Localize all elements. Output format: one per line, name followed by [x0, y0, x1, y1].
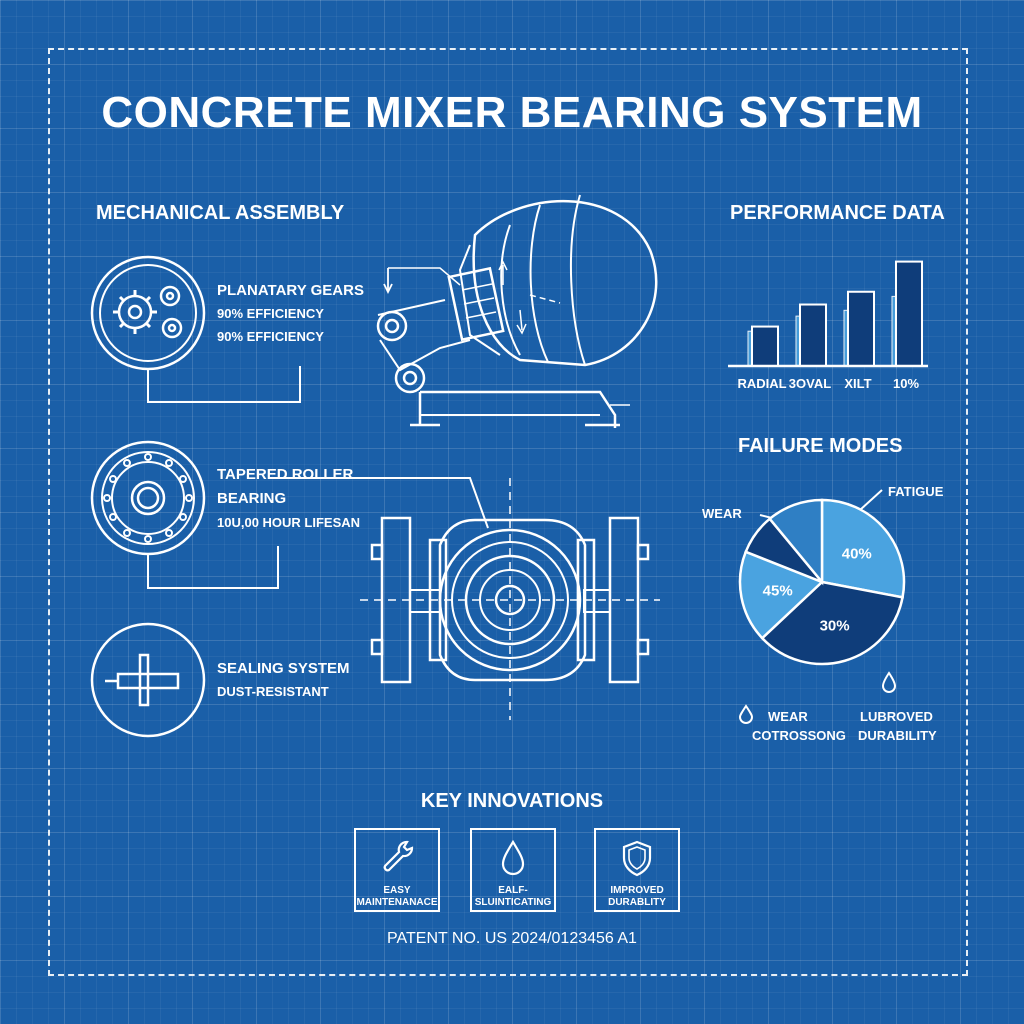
bar-3-1: [895, 260, 923, 368]
bar-category-label: 3OVAL: [789, 376, 831, 391]
performance-data-heading: PERFORMANCE DATA: [730, 202, 945, 224]
page-title: CONCRETE MIXER BEARING SYSTEM: [101, 88, 923, 137]
blueprint-frame: [48, 48, 968, 976]
sealing-system-label: SEALING SYSTEM: [217, 660, 350, 677]
planetary-gears-efficiency-2: 90% EFFICIENCY: [217, 329, 324, 344]
legend-durability-line1: LUBROVED: [860, 709, 933, 724]
mixer-drum-drawing: [376, 194, 658, 428]
pie-slice-label: 45%: [763, 582, 793, 599]
innovation-easy-maintenance: EASY MAINTENANACE: [354, 828, 440, 912]
key-innovations-heading: KEY INNOVATIONS: [420, 790, 604, 812]
mechanical-assembly-heading: MECHANICAL ASSEMBLY: [96, 202, 345, 224]
wear-callout: WEAR: [702, 506, 742, 521]
shaft-seal-icon: [90, 622, 206, 738]
patent-number: PATENT NO. US 2024/0123456 A1: [387, 930, 637, 947]
sealing-system-detail: DUST-RESISTANT: [217, 684, 329, 699]
bar-category-label: XILT: [844, 376, 871, 391]
planetary-gears-efficiency: 90% EFFICIENCY: [217, 306, 324, 321]
innovation-3-line1: IMPROVED: [610, 885, 664, 896]
pie-slice-1: [760, 580, 905, 666]
legend-wear-line2: COTROSSONG: [752, 728, 846, 743]
pie-slice-0: [820, 498, 906, 599]
innovation-1-line1: EASY: [383, 885, 411, 896]
innovation-self-lubricating: EALF- SLUINTICATING: [470, 828, 556, 912]
bar-category-label: 10%: [893, 376, 919, 391]
innovation-1-line2: MAINTENANACE: [356, 897, 438, 908]
bar-0-1: [751, 325, 779, 367]
pie-slice-4: [767, 498, 824, 586]
pie-slice-2: [738, 550, 825, 640]
legend-wear-line1: WEAR: [768, 709, 808, 724]
innovation-2-line2: SLUINTICATING: [474, 897, 552, 908]
gears-icon: [90, 255, 206, 371]
pie-slice-label: 30%: [820, 617, 850, 634]
failure-modes-heading: FAILURE MODES: [738, 435, 903, 457]
shield-icon: [622, 840, 652, 877]
tapered-roller-lifespan: 10U,00 HOUR LIFESAN: [217, 515, 361, 530]
tapered-roller-label-2: BEARING: [217, 490, 287, 507]
bar-2-1: [847, 290, 875, 367]
innovation-improved-durability: IMPROVED DURABLITY: [594, 828, 680, 912]
pie-slice-label: 40%: [842, 545, 872, 562]
droplet-icon: [738, 704, 754, 724]
bearing-housing-drawing: [268, 477, 660, 720]
droplet-icon: [501, 839, 525, 876]
failure-pie-chart: 40% 30% 45%: [738, 498, 906, 666]
innovation-3-line2: DURABLITY: [608, 897, 666, 908]
innovation-2-line1: EALF-: [498, 885, 528, 896]
legend-durability-line2: DURABILITY: [858, 728, 937, 743]
wrench-icon: [383, 840, 414, 872]
planetary-gears-label: PLANATARY GEARS: [217, 282, 364, 299]
tapered-roller-label: TAPERED ROLLER: [217, 466, 354, 483]
droplet-icon: [881, 671, 897, 693]
bar-category-label: RADIAL: [737, 376, 786, 391]
fatigue-callout: FATIGUE: [888, 484, 944, 499]
